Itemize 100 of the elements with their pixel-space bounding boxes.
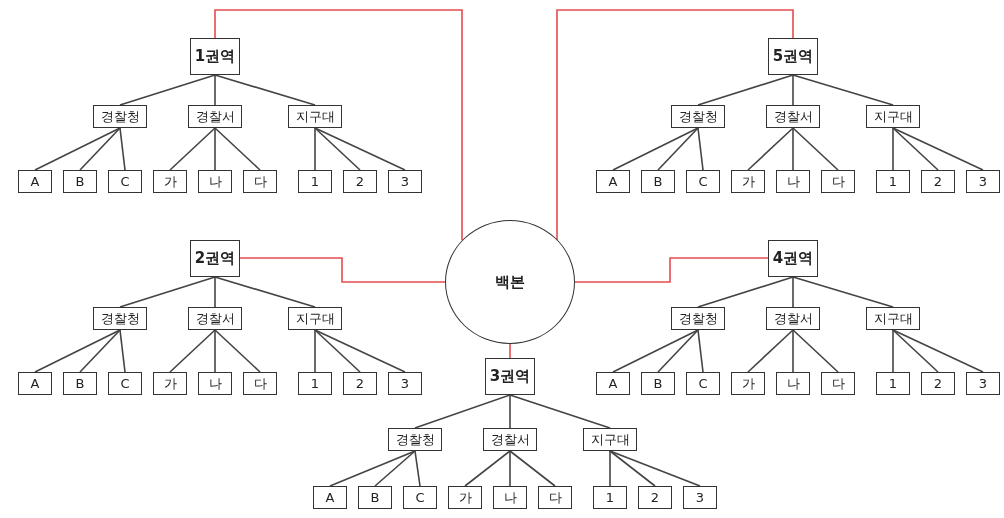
leaf-box: A bbox=[18, 372, 52, 395]
leaf-box: 다 bbox=[243, 372, 277, 395]
leaf-box: B bbox=[641, 372, 675, 395]
connector-line bbox=[892, 329, 984, 373]
connector-line bbox=[119, 276, 216, 308]
connector-line bbox=[892, 329, 894, 373]
leaf-box: B bbox=[63, 372, 97, 395]
leaf-box: 3 bbox=[388, 372, 422, 395]
connector-line bbox=[314, 127, 406, 171]
leaf-box: 가 bbox=[731, 372, 765, 395]
leaf-box: 다 bbox=[821, 170, 855, 193]
connector-line bbox=[892, 127, 939, 171]
connector-line bbox=[79, 127, 121, 171]
connector-line bbox=[697, 74, 794, 106]
connector-line bbox=[314, 329, 406, 373]
leaf-box: 다 bbox=[821, 372, 855, 395]
leaf-box: 3 bbox=[388, 170, 422, 193]
unit-box: 경찰서 bbox=[188, 307, 242, 330]
connector-line bbox=[509, 394, 611, 429]
leaf-box: 2 bbox=[343, 170, 377, 193]
connector-line bbox=[792, 74, 894, 106]
connector-line bbox=[214, 329, 261, 373]
leaf-box: 1 bbox=[876, 170, 910, 193]
backbone-circle: 백본 bbox=[445, 220, 575, 344]
unit-box: 경찰서 bbox=[188, 105, 242, 128]
connector-line bbox=[314, 329, 316, 373]
leaf-box: C bbox=[108, 170, 142, 193]
connector-line bbox=[374, 450, 416, 487]
leaf-box: 2 bbox=[921, 372, 955, 395]
leaf-box: 나 bbox=[198, 170, 232, 193]
connector-line bbox=[214, 276, 216, 308]
connector-line bbox=[329, 450, 416, 487]
connector-line bbox=[792, 329, 794, 373]
leaf-box: 2 bbox=[638, 486, 672, 509]
unit-box: 경찰서 bbox=[766, 307, 820, 330]
connector-line bbox=[747, 127, 794, 171]
connector-line bbox=[612, 329, 699, 373]
region-box: 1권역 bbox=[190, 38, 240, 75]
connector-line bbox=[792, 127, 839, 171]
connector-line bbox=[509, 450, 556, 487]
connector-line bbox=[892, 127, 984, 171]
connector-line bbox=[79, 329, 121, 373]
connector-line bbox=[657, 329, 699, 373]
leaf-box: 가 bbox=[153, 372, 187, 395]
connector-line bbox=[792, 276, 894, 308]
connector-line bbox=[792, 127, 794, 171]
unit-box: 경찰서 bbox=[483, 428, 537, 451]
unit-box: 경찰청 bbox=[388, 428, 442, 451]
leaf-box: 가 bbox=[153, 170, 187, 193]
unit-box: 지구대 bbox=[583, 428, 637, 451]
connector-line bbox=[697, 276, 794, 308]
connector-line bbox=[892, 329, 939, 373]
leaf-box: 나 bbox=[776, 170, 810, 193]
leaf-box: B bbox=[358, 486, 392, 509]
connector-line bbox=[612, 127, 699, 171]
unit-box: 경찰청 bbox=[93, 105, 147, 128]
leaf-box: 1 bbox=[876, 372, 910, 395]
unit-box: 경찰청 bbox=[93, 307, 147, 330]
leaf-box: C bbox=[403, 486, 437, 509]
connector-line bbox=[214, 276, 316, 308]
connector-line bbox=[792, 329, 839, 373]
connector-line bbox=[792, 276, 794, 308]
connector-line bbox=[464, 450, 511, 487]
unit-box: 경찰청 bbox=[671, 307, 725, 330]
connector-line bbox=[34, 127, 121, 171]
leaf-box: A bbox=[596, 372, 630, 395]
connector-line bbox=[509, 450, 511, 487]
leaf-box: C bbox=[686, 372, 720, 395]
connector-line bbox=[697, 127, 704, 171]
leaf-box: B bbox=[641, 170, 675, 193]
connector-line bbox=[169, 127, 216, 171]
connector-line bbox=[34, 329, 121, 373]
connector-line bbox=[609, 450, 611, 487]
leaf-box: 1 bbox=[593, 486, 627, 509]
leaf-box: 3 bbox=[683, 486, 717, 509]
link-line bbox=[574, 257, 769, 283]
unit-box: 지구대 bbox=[288, 307, 342, 330]
unit-box: 지구대 bbox=[288, 105, 342, 128]
leaf-box: B bbox=[63, 170, 97, 193]
unit-box: 경찰청 bbox=[671, 105, 725, 128]
connector-line bbox=[314, 127, 361, 171]
connector-line bbox=[657, 127, 699, 171]
connector-line bbox=[119, 74, 216, 106]
unit-box: 경찰서 bbox=[766, 105, 820, 128]
leaf-box: 다 bbox=[243, 170, 277, 193]
connector-line bbox=[119, 127, 126, 171]
link-line bbox=[214, 9, 463, 241]
leaf-box: A bbox=[596, 170, 630, 193]
leaf-box: C bbox=[108, 372, 142, 395]
leaf-box: 2 bbox=[343, 372, 377, 395]
unit-box: 지구대 bbox=[866, 307, 920, 330]
connector-line bbox=[609, 450, 656, 487]
connector-line bbox=[697, 329, 704, 373]
leaf-box: 가 bbox=[448, 486, 482, 509]
unit-box: 지구대 bbox=[866, 105, 920, 128]
leaf-box: 2 bbox=[921, 170, 955, 193]
region-box: 2권역 bbox=[190, 240, 240, 277]
leaf-box: 다 bbox=[538, 486, 572, 509]
leaf-box: 3 bbox=[966, 372, 1000, 395]
leaf-box: 3 bbox=[966, 170, 1000, 193]
